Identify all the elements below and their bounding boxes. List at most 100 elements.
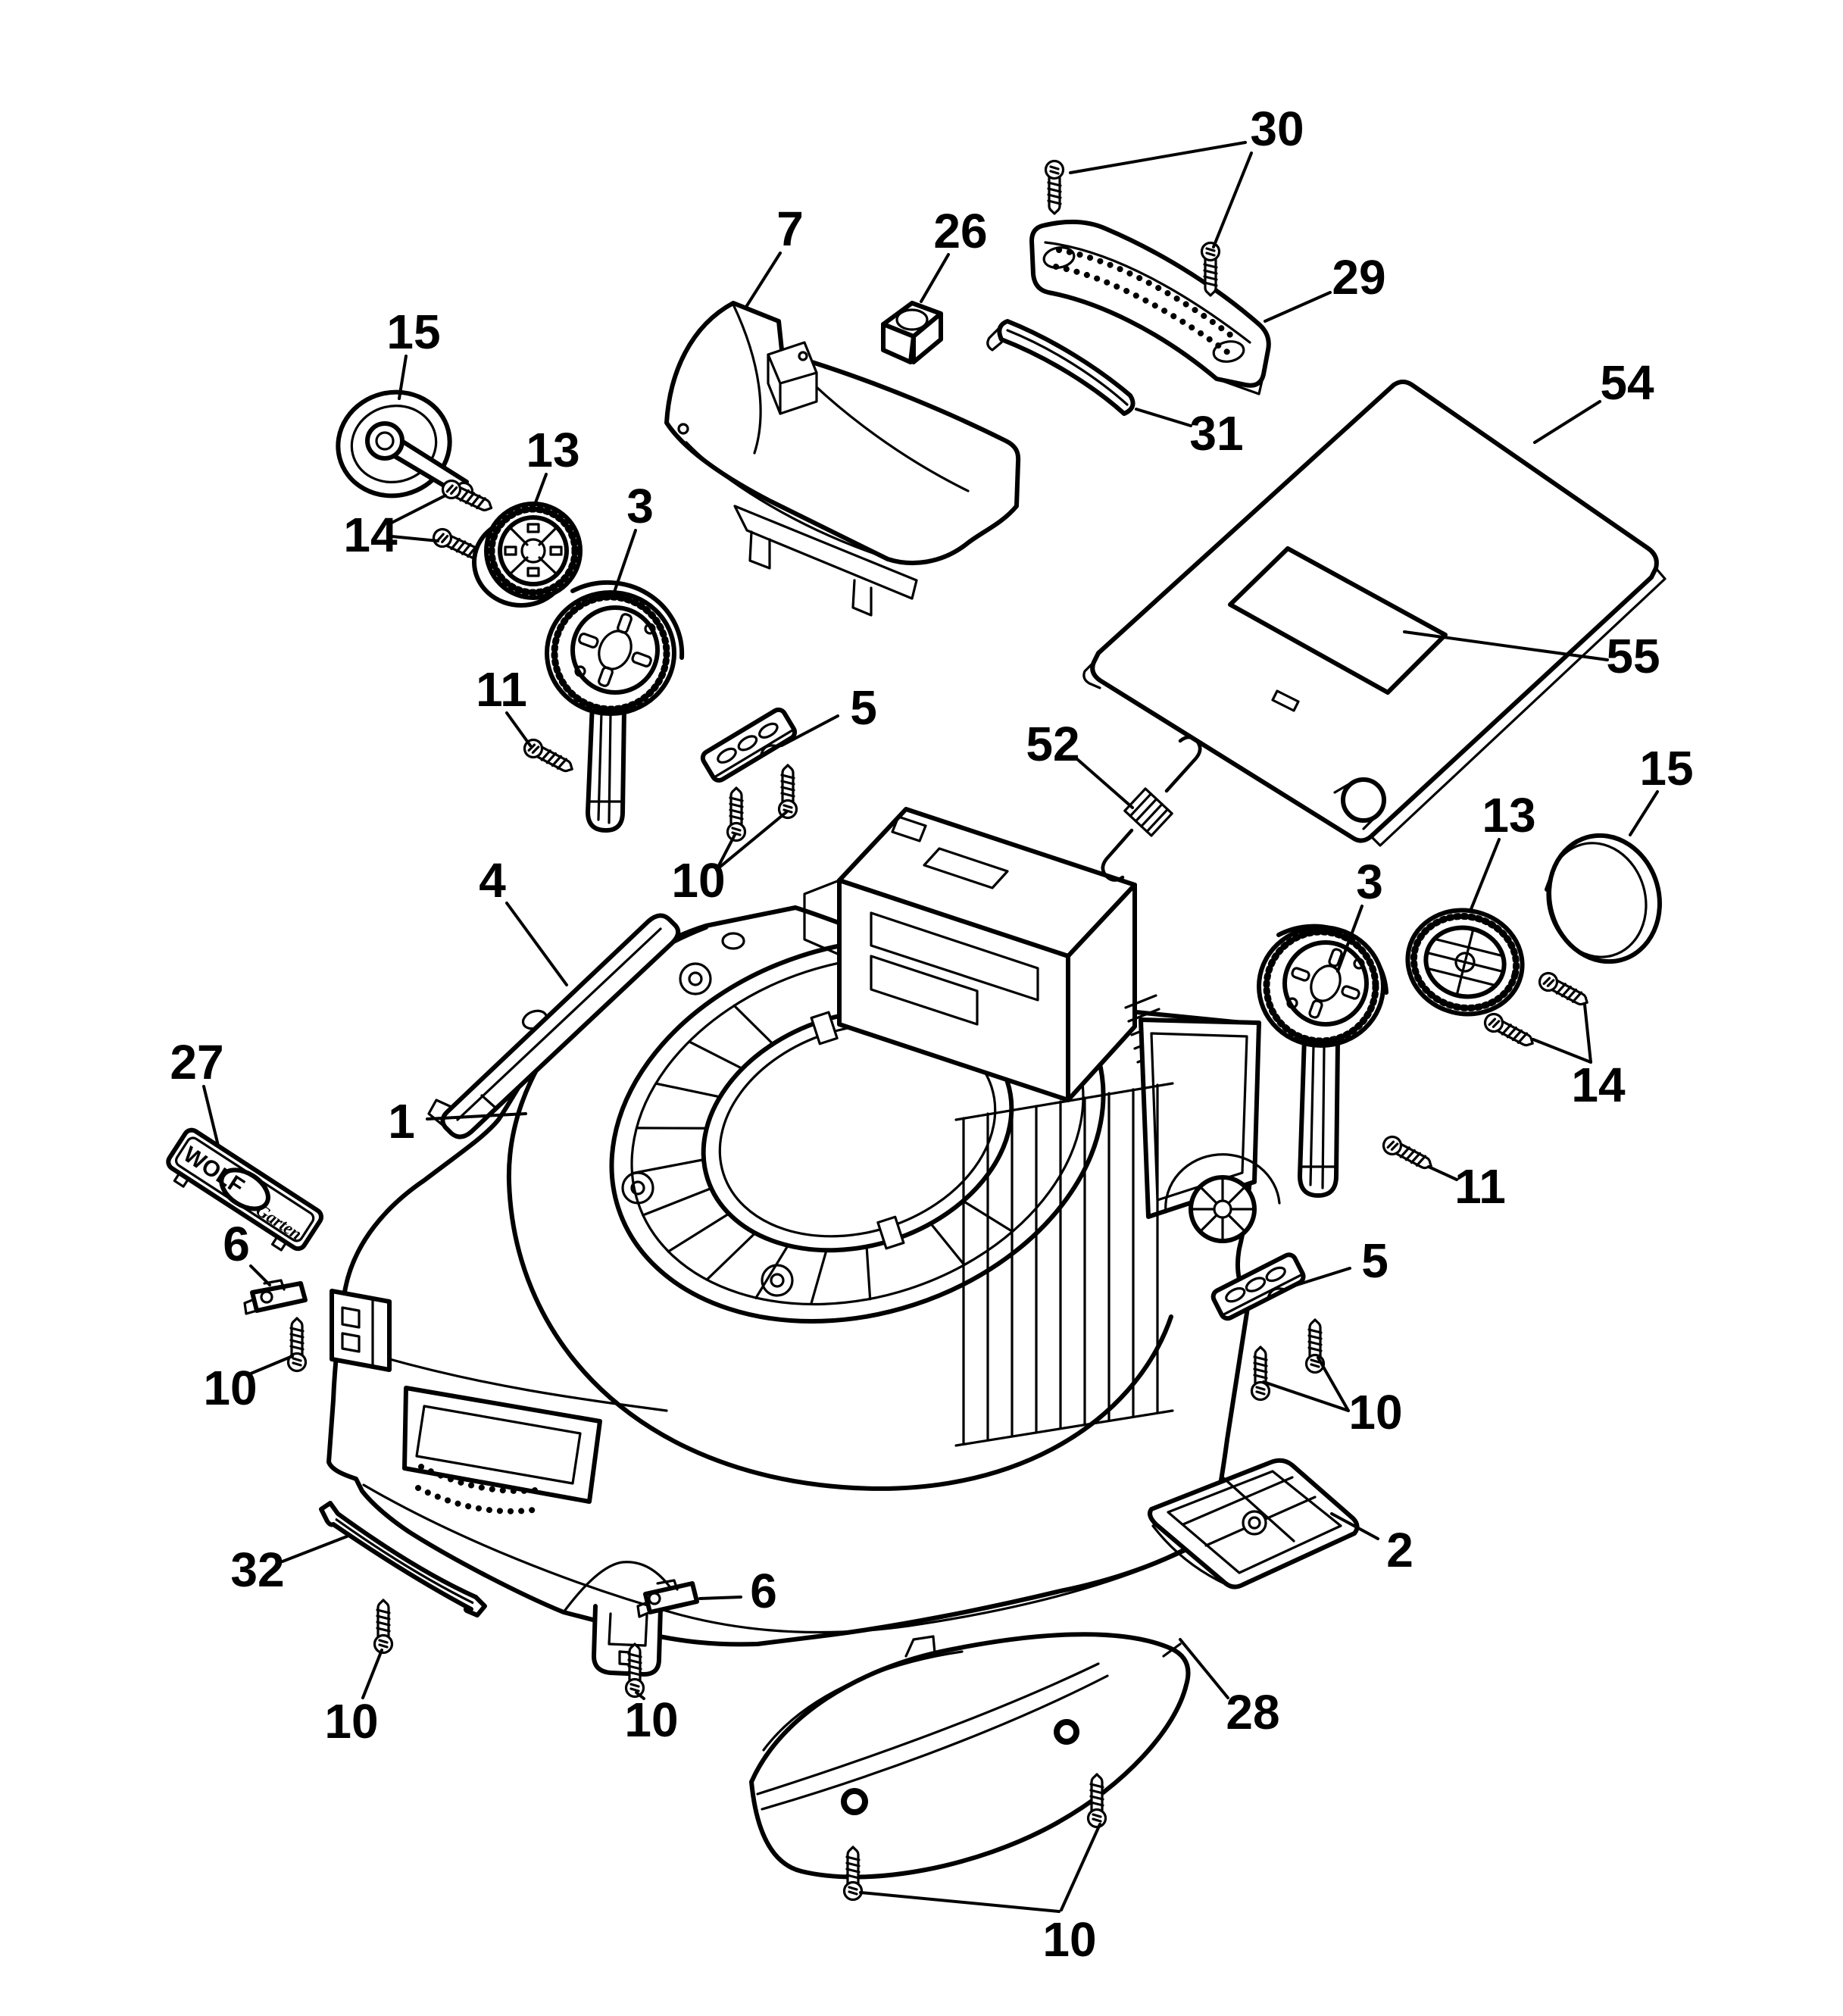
part-number-11: 11 bbox=[476, 662, 527, 717]
part-number-10: 10 bbox=[203, 1361, 257, 1415]
part-55-decal bbox=[1228, 546, 1448, 695]
screw-icon-10-right-a bbox=[1250, 1346, 1271, 1402]
leader-line-14 bbox=[390, 494, 447, 524]
part-54-discharge-flap bbox=[1082, 380, 1667, 847]
part-number-13: 13 bbox=[1482, 788, 1535, 842]
part-number-1: 1 bbox=[388, 1094, 415, 1149]
screw-icon-10-bottom-mid bbox=[624, 1642, 645, 1699]
part-7-motor-cover bbox=[664, 301, 1021, 617]
part-number-14: 14 bbox=[1571, 1058, 1626, 1112]
part-15-wheel-cap-right bbox=[1545, 833, 1662, 964]
deck-left-bracket bbox=[330, 1289, 392, 1372]
part-number-3: 3 bbox=[1356, 855, 1383, 909]
part-number-54: 54 bbox=[1600, 355, 1654, 410]
deck-hinge-plate bbox=[1139, 1017, 1261, 1219]
leader-line-4 bbox=[505, 902, 568, 986]
leader-line-27 bbox=[202, 1085, 220, 1147]
leader-line-6 bbox=[249, 1264, 271, 1286]
part-number-28: 28 bbox=[1226, 1685, 1279, 1739]
leader-line-7 bbox=[745, 252, 782, 308]
screw-icon-10-bottom-b bbox=[1086, 1773, 1107, 1829]
part-3-wheel-arm-right bbox=[1257, 924, 1388, 1198]
leader-line-52 bbox=[1076, 758, 1134, 809]
leader-line-13 bbox=[1470, 838, 1501, 911]
deck-vent-slats bbox=[954, 1082, 1174, 1447]
part-number-30: 30 bbox=[1250, 102, 1304, 156]
part-number-10: 10 bbox=[1348, 1385, 1402, 1439]
leader-line-32 bbox=[281, 1535, 348, 1563]
part-number-14: 14 bbox=[343, 508, 398, 562]
screw-icon-10-top-a bbox=[726, 786, 747, 842]
part-number-13: 13 bbox=[526, 423, 579, 477]
part-5-clamp-top bbox=[700, 707, 798, 783]
leader-line-3 bbox=[611, 529, 637, 600]
screw-icon-10-bottom-left bbox=[373, 1599, 394, 1655]
part-1-deck-housing bbox=[326, 807, 1281, 1677]
leader-line-10 bbox=[1060, 1823, 1101, 1911]
leader-line-30 bbox=[1212, 152, 1253, 248]
screw-icon-14b-right bbox=[1480, 1009, 1538, 1052]
part-number-26: 26 bbox=[933, 204, 987, 258]
leader-line-10 bbox=[715, 811, 788, 871]
leader-line-10 bbox=[1262, 1380, 1350, 1412]
leader-line-5 bbox=[780, 714, 839, 747]
leader-line-15 bbox=[398, 355, 408, 400]
part-15-wheel-cap-left bbox=[336, 389, 474, 499]
leader-line-15 bbox=[1629, 790, 1659, 836]
part-13-drive-gear-left bbox=[472, 502, 583, 608]
part-number-55: 55 bbox=[1606, 629, 1660, 683]
screw-icon-30b bbox=[1200, 241, 1221, 297]
leader-line-55 bbox=[1403, 630, 1609, 661]
screw-icon-30a bbox=[1044, 159, 1065, 215]
deck-rear-compartment bbox=[803, 807, 1170, 1102]
part-28-deflector bbox=[749, 1632, 1191, 1880]
deck-rear-wheel bbox=[1164, 1153, 1281, 1243]
leader-line-14 bbox=[390, 535, 439, 542]
part-32-front-trim bbox=[319, 1501, 487, 1617]
screw-icon-14a-right bbox=[1535, 968, 1593, 1011]
leader-line-14 bbox=[1583, 1003, 1592, 1064]
leader-line-13 bbox=[533, 473, 548, 506]
leader-line-30 bbox=[1069, 141, 1247, 174]
leader-line-1 bbox=[426, 1112, 527, 1121]
part-6-clip-bottom bbox=[636, 1579, 699, 1618]
leader-line-3 bbox=[1336, 905, 1364, 973]
part-number-4: 4 bbox=[479, 853, 506, 908]
part-number-27: 27 bbox=[170, 1035, 223, 1089]
part-number-6: 6 bbox=[750, 1564, 777, 1618]
leader-line-11 bbox=[1427, 1165, 1458, 1181]
leader-line-6 bbox=[698, 1596, 742, 1600]
screw-icon-11-right bbox=[1379, 1132, 1437, 1175]
screw-icon-10-bottom-a bbox=[842, 1846, 864, 1902]
part-26-cap bbox=[881, 301, 943, 364]
leader-line-5 bbox=[1295, 1267, 1351, 1286]
part-number-2: 2 bbox=[1386, 1523, 1413, 1577]
leader-line-28 bbox=[1179, 1638, 1229, 1699]
part-number-15: 15 bbox=[1639, 741, 1693, 795]
part-6-clip-left bbox=[243, 1279, 308, 1315]
part-number-10: 10 bbox=[324, 1694, 378, 1749]
part-number-15: 15 bbox=[386, 305, 440, 359]
part-3-wheel-arm-left bbox=[545, 580, 685, 833]
part-number-3: 3 bbox=[626, 479, 654, 533]
part-number-31: 31 bbox=[1189, 406, 1243, 461]
part-27-brand-badge: WOLF Garten bbox=[166, 1127, 323, 1252]
part-52-spring bbox=[1101, 735, 1202, 882]
part-number-7: 7 bbox=[776, 202, 804, 256]
leader-line-29 bbox=[1264, 291, 1332, 323]
part-31-strip bbox=[986, 319, 1135, 416]
leader-line-26 bbox=[920, 253, 950, 303]
leader-line-10 bbox=[715, 833, 736, 871]
part-number-52: 52 bbox=[1026, 717, 1079, 771]
leader-line-10 bbox=[249, 1355, 294, 1375]
leader-line-10 bbox=[859, 1891, 1061, 1913]
part-number-32: 32 bbox=[230, 1542, 284, 1597]
part-13-drive-gear-right bbox=[1405, 908, 1525, 1017]
leader-line-11 bbox=[505, 711, 532, 747]
part-number-5: 5 bbox=[850, 680, 877, 735]
leader-line-54 bbox=[1533, 400, 1601, 444]
screw-icon-10-top-b bbox=[777, 764, 798, 820]
